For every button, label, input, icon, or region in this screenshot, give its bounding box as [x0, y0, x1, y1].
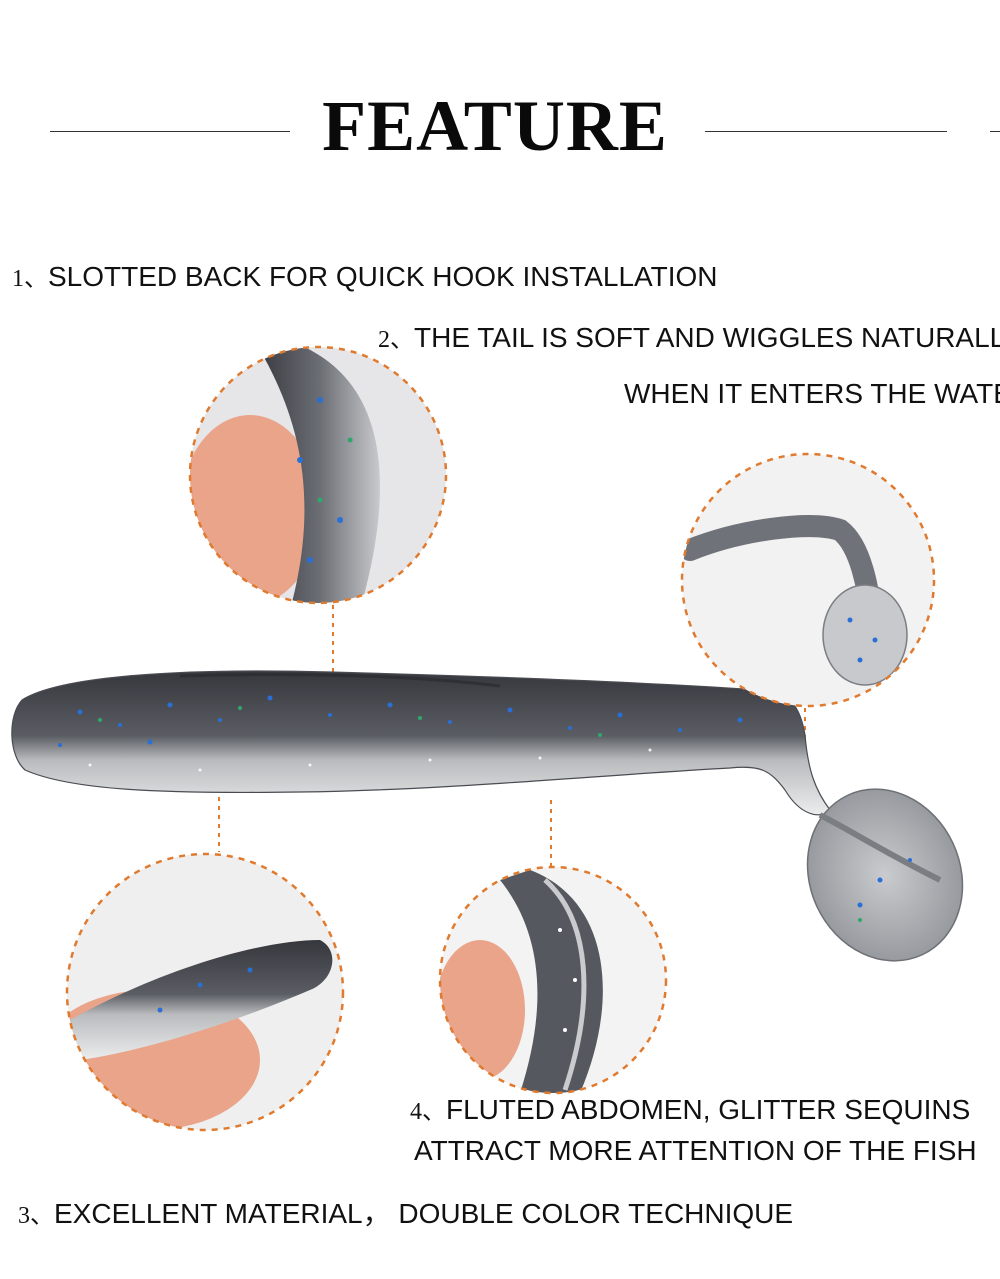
feature-4-text: 4、FLUTED ABDOMEN, GLITTER SEQUINS [410, 1094, 971, 1125]
feature-1-text: 1、SLOTTED BACK FOR QUICK HOOK INSTALLATI… [12, 261, 718, 292]
feature-2-label: THE TAIL IS SOFT AND WIGGLES NATURALLY [414, 322, 1000, 353]
detail-circle-tail [680, 452, 936, 708]
feature-3-label: EXCELLENT MATERIAL， DOUBLE COLOR TECHNIQ… [54, 1198, 794, 1229]
feature-4-number: 4、 [410, 1099, 446, 1125]
title-rule-right [705, 131, 947, 132]
feature-2-text-line2: WHEN IT ENTERS THE WATER [624, 378, 1000, 409]
detail-circle-material [65, 852, 345, 1132]
feature-2-number: 2、 [378, 327, 414, 353]
title-rule-left [50, 131, 290, 132]
feature-4-text-line2: ATTRACT MORE ATTENTION OF THE FISH [414, 1135, 977, 1166]
detail-circle-slotted-back [188, 345, 448, 605]
feature-1-label: SLOTTED BACK FOR QUICK HOOK INSTALLATION [48, 261, 718, 292]
feature-2-text: 2、THE TAIL IS SOFT AND WIGGLES NATURALLY [378, 322, 1000, 353]
soft-lure-body [11, 670, 964, 962]
title-rule-edge [990, 131, 1000, 132]
page-title: FEATURE [322, 86, 668, 166]
feature-1-number: 1、 [12, 266, 48, 292]
feature-3-text: 3、EXCELLENT MATERIAL， DOUBLE COLOR TECHN… [18, 1198, 794, 1229]
feature-3-number: 3、 [18, 1203, 54, 1229]
feature-4-label: FLUTED ABDOMEN, GLITTER SEQUINS [446, 1094, 971, 1125]
detail-circle-fluted-abdomen [438, 865, 668, 1095]
